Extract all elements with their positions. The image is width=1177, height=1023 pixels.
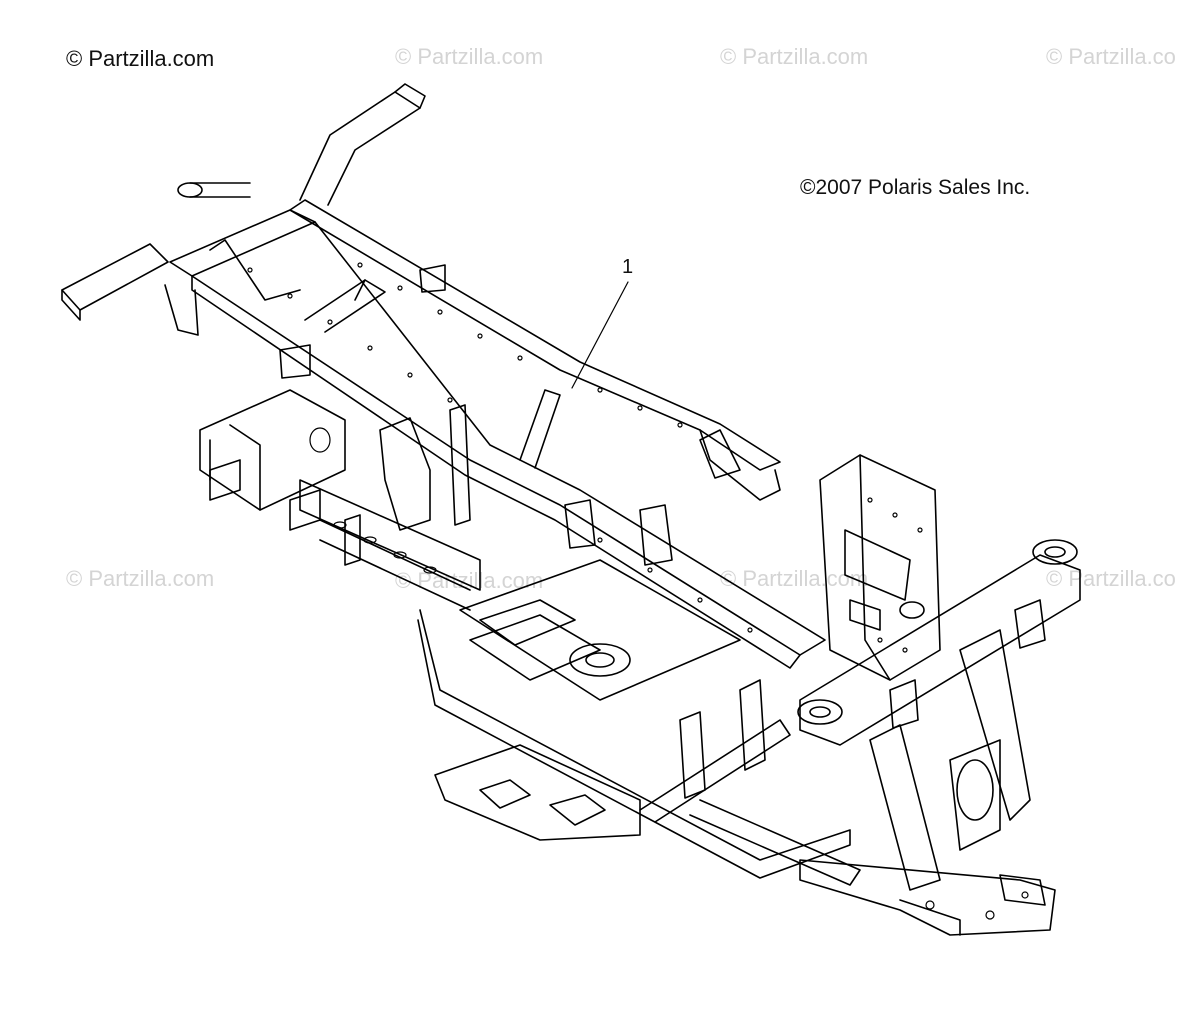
watermark: © Partzilla.com <box>1046 44 1177 69</box>
watermark: © Partzilla.com <box>720 566 869 591</box>
watermark: © Partzilla.com <box>720 44 869 69</box>
watermark: © Partzilla.com <box>395 44 544 69</box>
watermark: © Partzilla.com <box>1046 566 1177 591</box>
upper-frame <box>61 83 826 669</box>
lower-frame <box>199 389 1081 936</box>
copyright-label: ©2007 Polaris Sales Inc. <box>800 176 1031 199</box>
callout-number: 1 <box>622 256 634 278</box>
watermark: © Partzilla.com <box>66 566 215 591</box>
brand-label: © Partzilla.com <box>66 46 215 71</box>
callout-leader <box>571 281 629 389</box>
